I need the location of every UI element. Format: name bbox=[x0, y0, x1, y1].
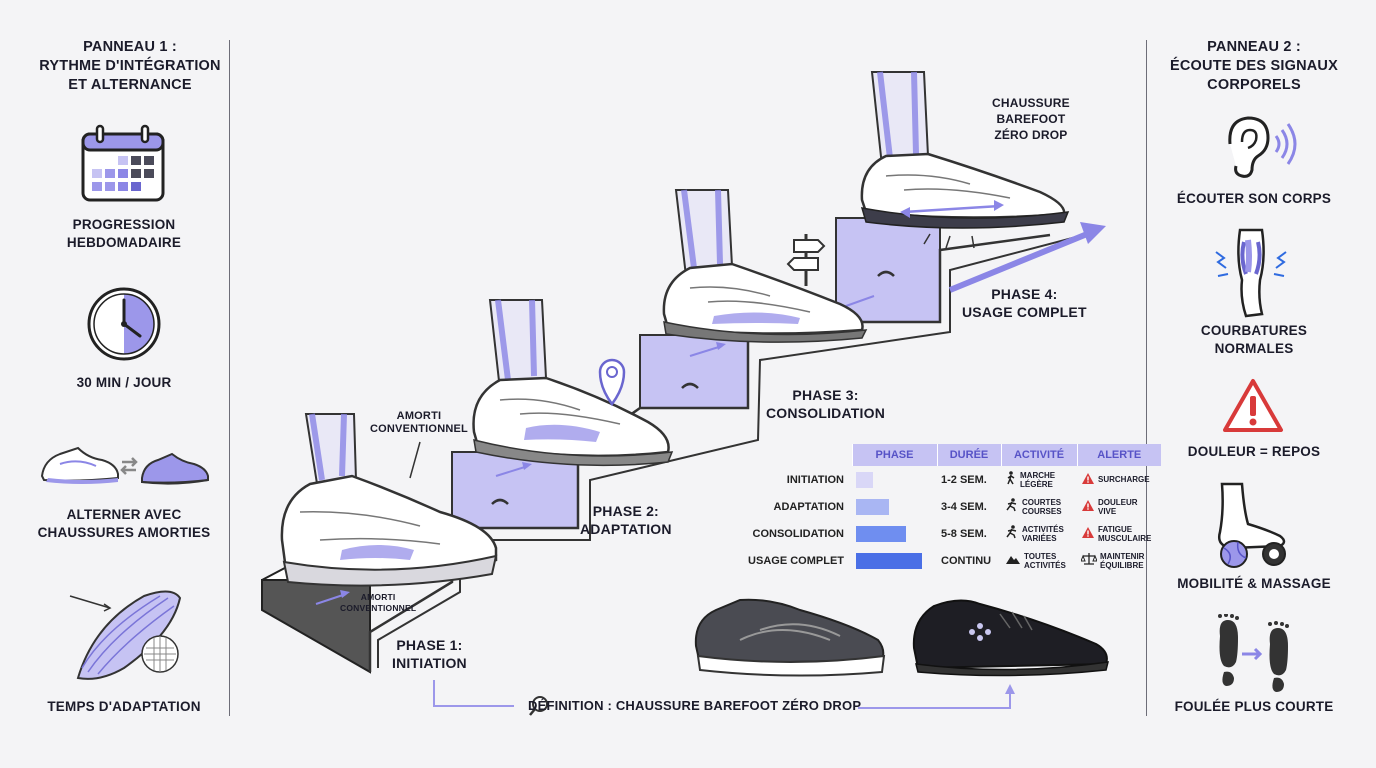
warning-icon bbox=[1081, 526, 1095, 542]
foot-shoe-phase1 bbox=[280, 413, 498, 587]
foot-phase4-barefoot bbox=[860, 71, 1070, 249]
right-item-label-4: MOBILITÉ & MASSAGE bbox=[1177, 576, 1331, 591]
left-divider bbox=[229, 40, 230, 716]
alert-cell: SURCHARGE bbox=[1077, 466, 1161, 493]
right-item-label-2: COURBATURES NORMALES bbox=[1200, 323, 1308, 356]
footprints-icon bbox=[1218, 614, 1289, 692]
calf-soreness-icon bbox=[1215, 228, 1287, 318]
duration-cell: 5-8 SEM. bbox=[941, 527, 987, 540]
warning-icon bbox=[1081, 499, 1095, 515]
phase-bar-cell bbox=[852, 520, 937, 547]
phase-bar-cell bbox=[852, 493, 937, 520]
conventional-shoe-image bbox=[694, 598, 886, 677]
phase-3-label: PHASE 3:CONSOLIDATION bbox=[766, 387, 886, 421]
left-item-label-1: PROGRESSION HEBDOMADAIRE bbox=[66, 217, 182, 250]
table-header-alert: ALERTE bbox=[1077, 444, 1161, 466]
foot-phase2 bbox=[472, 299, 674, 467]
location-pin-icon bbox=[598, 358, 626, 407]
clock-icon bbox=[87, 287, 161, 361]
run-icon bbox=[1005, 498, 1019, 515]
phase-table: PHASE DURÉE ACTIVITÉ ALERTE INITIATION 1-… bbox=[740, 444, 1161, 574]
left-item-label-2: 30 MIN / JOUR bbox=[76, 375, 172, 390]
phase-progress-bar bbox=[856, 525, 906, 542]
duration-cell: 1-2 SEM. bbox=[941, 473, 987, 486]
phase-name-cell: CONSOLIDATION bbox=[752, 527, 844, 540]
table-header-activity: ACTIVITÉ bbox=[1001, 444, 1078, 466]
right-divider bbox=[1146, 40, 1147, 716]
right-item-label-3: DOULEUR = REPOS bbox=[1187, 444, 1321, 459]
right-panel-title: PANNEAU 2 : ÉCOUTE DES SIGNAUX CORPORELS bbox=[1170, 39, 1338, 93]
left-item-label-3: ALTERNER AVEC CHAUSSURES AMORTIES bbox=[37, 507, 211, 540]
definition-caption: DÉFINITION : CHAUSSURE BAREFOOT ZÉRO DRO… bbox=[528, 698, 862, 713]
phase-name-cell: USAGE COMPLET bbox=[748, 554, 844, 567]
duration-cell: 3-4 SEM. bbox=[941, 500, 987, 513]
phase-1-label: PHASE 1:INITIATION bbox=[392, 637, 467, 671]
phase-bar-cell bbox=[852, 547, 937, 574]
signpost-icon bbox=[786, 234, 826, 286]
phase-progress-bar bbox=[856, 471, 873, 488]
warning-icon bbox=[1081, 472, 1095, 488]
phase-progress-bar bbox=[856, 498, 889, 515]
balance-icon bbox=[1080, 552, 1098, 569]
magnifier-icon bbox=[529, 696, 548, 716]
duration-cell: CONTINU bbox=[941, 554, 992, 567]
ear-icon bbox=[1228, 116, 1297, 178]
phase-progress-bar bbox=[856, 552, 922, 569]
barefoot-shoe-image bbox=[912, 599, 1109, 677]
calendar-icon bbox=[81, 124, 165, 202]
walk-icon bbox=[1005, 471, 1017, 488]
table-header-phase: PHASE bbox=[852, 444, 938, 466]
warning-icon bbox=[1223, 379, 1283, 432]
foot-massage-icon bbox=[1218, 482, 1286, 568]
left-item-label-4: TEMPS D'ADAPTATION bbox=[47, 699, 201, 714]
phase-name-cell: ADAPTATION bbox=[773, 500, 844, 513]
left-panel-title: PANNEAU 1 : RYTHME D'INTÉGRATION ET ALTE… bbox=[39, 39, 221, 93]
alert-text: SURCHARGE bbox=[1098, 475, 1150, 484]
mountain-icon bbox=[1005, 553, 1021, 568]
phase-2-label: PHASE 2:ADAPTATION bbox=[580, 503, 672, 537]
table-header-duration: DURÉE bbox=[937, 444, 1002, 466]
staircase-diagram bbox=[261, 71, 1109, 716]
alternate-shoes-icon bbox=[40, 446, 209, 485]
right-item-label-1: ÉCOUTER SON CORPS bbox=[1176, 191, 1332, 206]
phase-name-cell: INITIATION bbox=[786, 473, 844, 486]
foot-phase3 bbox=[662, 189, 868, 343]
right-item-label-5: FOULÉE PLUS COURTE bbox=[1174, 699, 1334, 714]
phase-4-label: PHASE 4:USAGE COMPLET bbox=[962, 286, 1087, 320]
run-icon bbox=[1005, 525, 1019, 542]
muscle-icon bbox=[69, 590, 182, 680]
phase-bar-cell bbox=[852, 466, 937, 493]
